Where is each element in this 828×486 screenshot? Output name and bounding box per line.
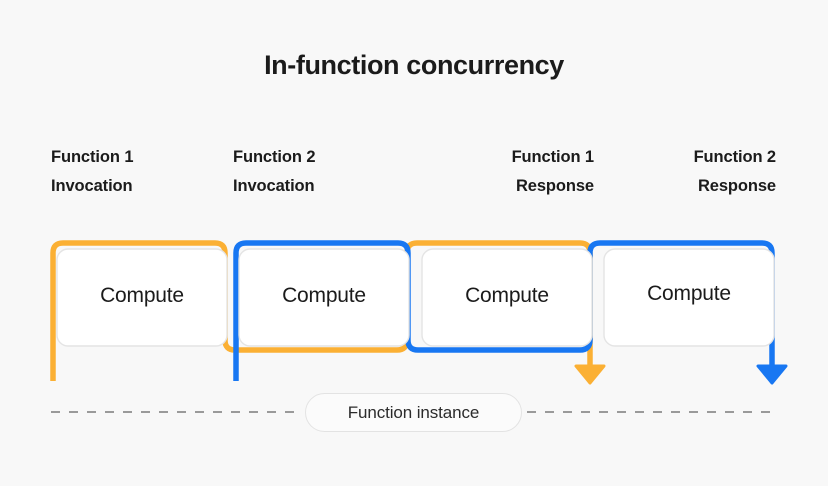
compute-box-3 [421,248,593,347]
label-function-2-invocation: Function 2 Invocation [233,143,316,201]
page-title: In-function concurrency [264,50,564,80]
compute-box-2 [238,248,410,347]
label-line-1: Function 1 [51,148,134,166]
label-line-2: Invocation [51,177,133,195]
label-line-2: Response [697,177,776,195]
track-orange-function-1 [50,240,593,381]
label-line-1: Function 2 [693,148,777,166]
compute-box-4 [603,248,775,347]
compute-box-1 [56,248,228,347]
label-function-1-invocation: Function 1 Invocation [51,143,134,201]
label-line-2: Response [515,177,594,195]
arrowhead-blue [756,364,788,385]
track-blue-function-2 [233,240,775,381]
compute-box-label-3: Compute [465,284,549,307]
label-line-2: Invocation [233,177,315,195]
arrowhead-orange [574,364,606,385]
compute-box-label-4: Compute [647,282,731,305]
label-function-2-response: Function 2 Response [602,143,777,201]
label-function-1-response: Function 1 Response [420,143,595,201]
compute-box-label-1: Compute [100,284,184,307]
label-line-1: Function 2 [233,148,316,166]
function-instance-pill: Function instance [305,393,522,432]
label-line-1: Function 1 [511,148,595,166]
compute-box-label-2: Compute [282,284,366,307]
